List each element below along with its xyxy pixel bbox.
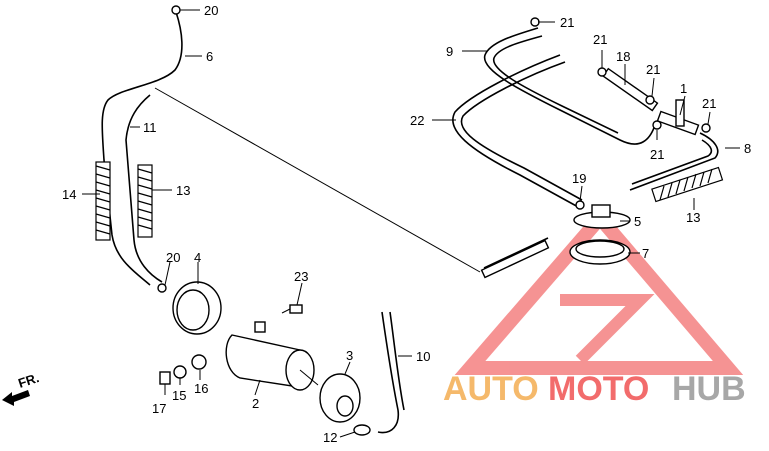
- callout-5: 5: [634, 214, 641, 229]
- callout-16: 16: [194, 381, 208, 396]
- hose-22: [452, 54, 581, 209]
- spring-14: [95, 161, 111, 241]
- watermark-logo: [454, 207, 744, 375]
- callout-8: 8: [744, 141, 751, 156]
- hose-10: [377, 311, 400, 434]
- clamp-21b: [597, 67, 607, 77]
- band-4: [172, 281, 222, 335]
- hose-22-inner: [460, 61, 583, 201]
- grommet-16: [191, 354, 207, 370]
- callout-19: 19: [572, 171, 586, 186]
- tee-joint-1: [656, 99, 700, 136]
- callout-21-c: 21: [646, 62, 660, 77]
- hose-8-inner: [631, 139, 713, 185]
- watermark-moto: MOTO: [548, 370, 649, 408]
- hose-9-inner: [493, 35, 619, 134]
- callout-14: 14: [62, 187, 76, 202]
- leader-lines: [82, 9, 740, 438]
- callout-11: 11: [143, 120, 157, 135]
- callout-20-lower: 20: [166, 250, 180, 265]
- collar-17: [159, 371, 171, 385]
- callout-21-b: 21: [593, 32, 607, 47]
- callout-1: 1: [680, 81, 687, 96]
- watermark-auto: AUTO: [443, 370, 539, 408]
- cover-3: [319, 373, 361, 423]
- direction-label: FR.: [16, 370, 41, 391]
- callout-labels: 20 6 11 14 13 20 4 23 2 3 10 12 17 15 16…: [62, 3, 751, 445]
- callout-9: 9: [446, 44, 453, 59]
- clamp-20-top: [171, 5, 181, 15]
- canister-2: [225, 321, 319, 391]
- hose-10-inner: [389, 311, 405, 411]
- filler-cap-5: [573, 204, 631, 229]
- callout-17: 17: [152, 401, 166, 416]
- clamp-21a: [530, 17, 540, 27]
- ring-7: [569, 239, 631, 265]
- callout-15: 15: [172, 388, 186, 403]
- hose-9: [483, 27, 656, 145]
- callout-2: 2: [252, 396, 259, 411]
- callout-4: 4: [194, 250, 201, 265]
- spring-13-left: [137, 164, 153, 238]
- callout-18: 18: [616, 49, 630, 64]
- callout-3: 3: [346, 348, 353, 363]
- hose-pipe-left: [483, 237, 549, 269]
- clamp-21e: [652, 120, 662, 130]
- hose-11: [125, 94, 163, 283]
- callout-22: 22: [410, 113, 424, 128]
- callout-7: 7: [642, 246, 649, 261]
- vent-line: [154, 87, 481, 273]
- washer-15: [173, 365, 187, 379]
- callout-23: 23: [294, 269, 308, 284]
- clamp-21d: [701, 123, 711, 133]
- clamp-21c: [645, 95, 655, 105]
- clip-12: [353, 424, 371, 436]
- callout-13-left: 13: [176, 183, 190, 198]
- callout-21-d: 21: [702, 96, 716, 111]
- callout-12: 12: [323, 430, 337, 445]
- front-direction-arrow: FR.: [2, 370, 41, 406]
- callout-21-a: 21: [560, 15, 574, 30]
- hose-8: [629, 132, 719, 191]
- callout-6: 6: [206, 49, 213, 64]
- watermark-hub: HUB: [672, 370, 746, 408]
- callout-13-right: 13: [686, 210, 700, 225]
- bolt-23: [281, 304, 303, 314]
- pipe-end: [480, 239, 550, 279]
- spring-13-right: [651, 166, 724, 203]
- clamp-20-lower: [157, 283, 167, 293]
- callout-10: 10: [416, 349, 430, 364]
- hose-6: [101, 11, 183, 286]
- callout-20-top: 20: [204, 3, 218, 18]
- callout-21-e: 21: [650, 147, 664, 162]
- clamp-19: [575, 200, 585, 210]
- watermark-text: AUTO MOTO HUB: [443, 370, 746, 408]
